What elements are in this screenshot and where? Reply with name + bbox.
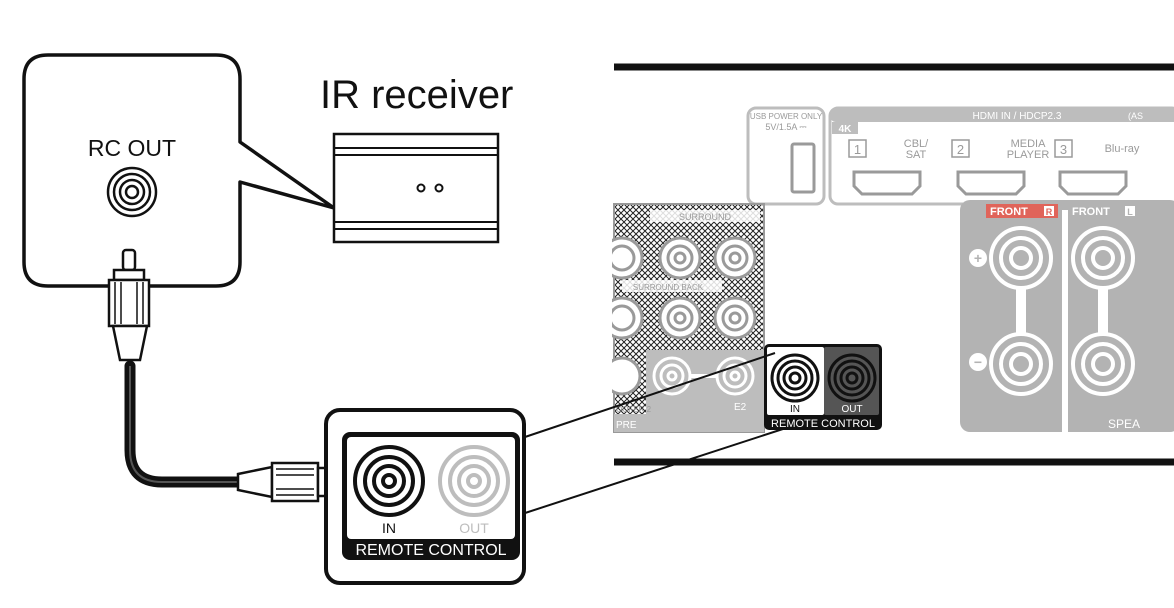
hdmi-header-cut: (AS <box>1128 111 1143 121</box>
badge-4k: 4K <box>839 124 853 135</box>
surround-back-label: SURROUND BACK <box>633 283 704 292</box>
hdmi-1-name: CBL/ <box>904 138 929 150</box>
receiver-rear-panel: USB POWER ONLY 5V/1.5A ⎓ HDMI IN / HDCP2… <box>612 63 1174 466</box>
cable-wire <box>124 360 244 488</box>
zoom-out-jack <box>438 445 510 517</box>
front-r-letter: R <box>1046 207 1053 217</box>
zoom-out-label: OUT <box>459 520 489 536</box>
rc-out-label: RC OUT <box>88 135 176 161</box>
surround-label: SURROUND <box>679 212 732 222</box>
pre-out-footer-right: E2 <box>734 402 747 413</box>
mono-mini-cable <box>107 248 350 503</box>
usb-power-rating: 5V/1.5A ⎓ <box>765 122 806 132</box>
zoom-in-jack <box>353 445 425 517</box>
rc-out-jack <box>106 166 158 218</box>
remote-out-label: OUT <box>841 404 862 415</box>
remote-in-jack <box>770 353 820 403</box>
front-r-label: FRONT <box>990 206 1028 218</box>
hdmi-3-name: Blu-ray <box>1105 143 1140 155</box>
ir-receiver-title: IR receiver <box>320 73 513 117</box>
hdmi-3-number: 3 <box>1060 142 1067 157</box>
ir-receiver-callout: RC OUT IR receiver <box>22 53 513 288</box>
zoom-in-label: IN <box>382 520 396 536</box>
usb-power-label: USB POWER ONLY <box>750 112 823 121</box>
svg-text:−: − <box>974 354 982 370</box>
hdmi-header: HDMI IN / HDCP2.3 <box>973 111 1062 122</box>
callout-bubble <box>22 53 336 288</box>
zoom-callout-lines <box>521 352 787 515</box>
zoom-footer-label: REMOTE CONTROL <box>355 542 506 559</box>
usb-port <box>790 142 816 194</box>
hdmi-1-number: 1 <box>854 142 861 157</box>
hdmi-1-port <box>852 170 922 196</box>
remote-out-jack <box>827 353 877 403</box>
remote-control-zoom-panel: IN OUT REMOTE CONTROL <box>324 408 526 585</box>
pre-out-section: SURROUND SURROUND BACK <box>612 203 765 433</box>
remote-in-label: IN <box>790 404 800 415</box>
ir-receiver-device <box>332 132 500 244</box>
hdmi-2-name-2: PLAYER <box>1007 149 1050 161</box>
minus-marker <box>969 353 987 371</box>
plus-marker <box>969 249 987 267</box>
cable-plug-top <box>107 248 151 362</box>
hdmi-3-port <box>1058 170 1128 196</box>
speakers-footer: SPEA <box>1108 417 1140 431</box>
speaker-terminals: FRONT R FRONT L + − SPEA <box>960 200 1174 432</box>
svg-text:+: + <box>974 250 982 266</box>
front-l-label: FRONT <box>1072 206 1110 218</box>
hdmi-2-name: MEDIA <box>1011 138 1047 150</box>
usb-port-block: USB POWER ONLY 5V/1.5A ⎓ <box>746 106 826 206</box>
ir-sensor-left <box>416 183 426 193</box>
hdmi-2-port <box>956 170 1026 196</box>
hdmi-input-block: HDMI IN / HDCP2.3 (AS 4K 1 CBL/ SAT 2 ME… <box>828 106 1174 206</box>
hdmi-2-number: 2 <box>957 142 964 157</box>
remote-footer-label: REMOTE CONTROL <box>771 418 875 430</box>
subwoofer-label: OOFER 2 <box>616 405 652 414</box>
ir-sensor-right <box>434 183 444 193</box>
remote-control-jacks: IN OUT REMOTE CONTROL <box>764 344 882 430</box>
front-l-letter: L <box>1127 207 1133 217</box>
pre-out-footer-left: PRE <box>616 420 637 431</box>
hdmi-1-name-2: SAT <box>906 149 927 161</box>
